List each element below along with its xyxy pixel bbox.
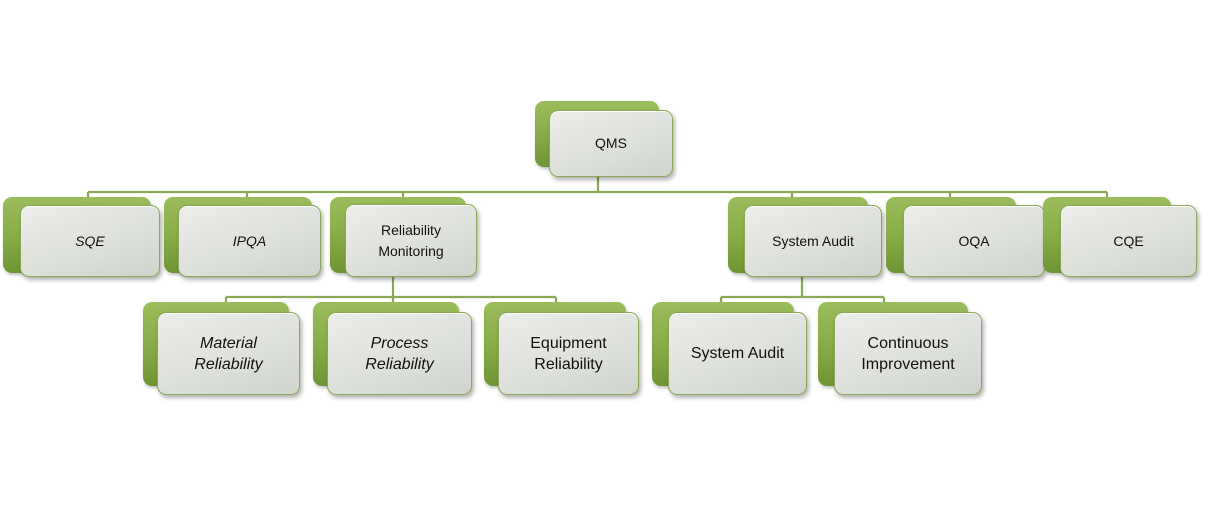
node-process-reliability-front-tile: Process Reliability: [327, 312, 472, 395]
node-continuous-improvement[interactable]: Continuous Improvement: [818, 302, 984, 396]
node-sqe-front-tile: SQE: [20, 205, 160, 277]
node-reliability-monitoring[interactable]: Reliability Monitoring: [330, 197, 478, 279]
node-reliability-monitoring-label: Reliability Monitoring: [378, 221, 444, 259]
node-sqe[interactable]: SQE: [3, 197, 161, 279]
node-process-reliability-label: Process Reliability: [365, 334, 434, 373]
node-system-audit[interactable]: System Audit: [728, 197, 883, 279]
node-system-audit-front-tile: System Audit: [744, 205, 882, 277]
node-equipment-reliability-label: Equipment Reliability: [530, 334, 607, 373]
node-sub-system-audit[interactable]: System Audit: [652, 302, 808, 396]
node-equipment-reliability-front-tile: Equipment Reliability: [498, 312, 639, 395]
node-material-reliability[interactable]: Material Reliability: [143, 302, 301, 396]
node-cqe[interactable]: CQE: [1043, 197, 1198, 279]
node-equipment-reliability[interactable]: Equipment Reliability: [484, 302, 640, 396]
node-oqa[interactable]: OQA: [886, 197, 1046, 279]
node-qms[interactable]: QMS: [535, 101, 675, 179]
node-ipqa[interactable]: IPQA: [164, 197, 322, 279]
node-sub-system-audit-label: System Audit: [690, 345, 785, 362]
node-oqa-label: OQA: [958, 232, 990, 249]
node-system-audit-label: System Audit: [772, 232, 854, 249]
node-oqa-front-tile: OQA: [903, 205, 1045, 277]
node-sqe-label: SQE: [75, 232, 105, 249]
node-process-reliability[interactable]: Process Reliability: [313, 302, 473, 396]
node-ipqa-label: IPQA: [232, 232, 267, 249]
node-continuous-improvement-front-tile: Continuous Improvement: [834, 312, 982, 395]
node-cqe-front-tile: CQE: [1060, 205, 1197, 277]
node-qms-front-tile: QMS: [549, 110, 673, 177]
node-continuous-improvement-label: Continuous Improvement: [861, 334, 955, 373]
node-reliability-monitoring-front-tile: Reliability Monitoring: [345, 204, 477, 277]
node-material-reliability-front-tile: Material Reliability: [157, 312, 300, 395]
node-qms-label: QMS: [595, 135, 627, 151]
node-ipqa-front-tile: IPQA: [178, 205, 321, 277]
node-material-reliability-label: Material Reliability: [194, 334, 263, 373]
node-sub-system-audit-front-tile: System Audit: [668, 312, 807, 395]
node-cqe-label: CQE: [1113, 232, 1144, 249]
